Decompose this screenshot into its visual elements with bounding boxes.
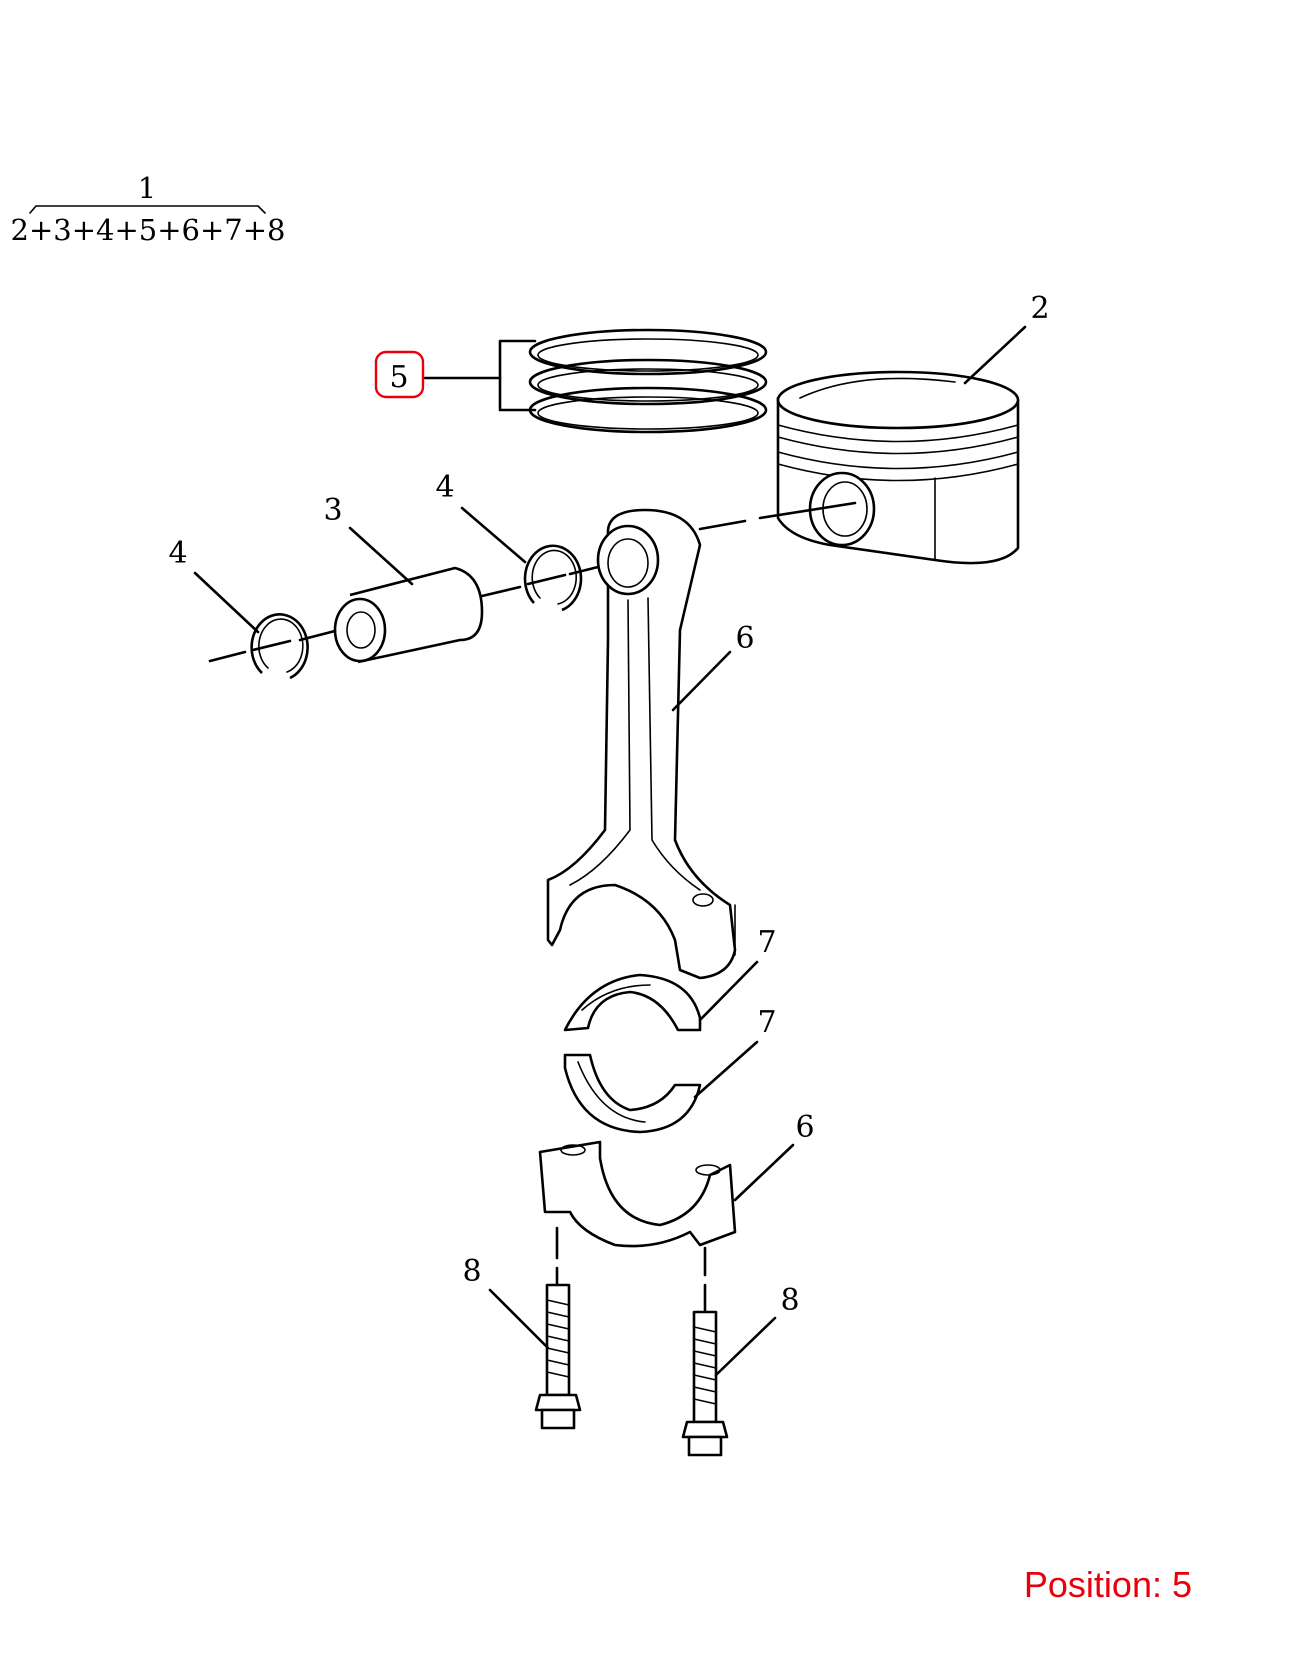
callout-highlight-frame — [374, 350, 425, 399]
circlip-right[interactable] — [523, 544, 612, 612]
callout-2: 2 — [963, 291, 1050, 385]
piston-pin[interactable] — [298, 566, 522, 664]
rod-cap[interactable] — [538, 1140, 737, 1277]
bearing-shell-upper[interactable] — [563, 973, 702, 1032]
callout-label-8-left: 8 — [462, 1254, 481, 1289]
callout-4-left: 4 — [168, 536, 260, 634]
callout-5[interactable]: 5 — [374, 350, 425, 399]
assembly-components: 2+3+4+5+6+7+8 — [11, 213, 286, 247]
callout-label-8-right: 8 — [780, 1283, 799, 1318]
piston-rings[interactable] — [423, 328, 768, 434]
bolt-left[interactable] — [534, 1266, 582, 1430]
callout-label-6-cap: 6 — [795, 1110, 814, 1145]
callout-label-7-upper: 7 — [757, 925, 776, 960]
callout-label-6-rod: 6 — [735, 621, 754, 656]
callout-4-right: 4 — [435, 470, 527, 564]
callout-3: 3 — [323, 493, 414, 586]
callout-label-2: 2 — [1030, 291, 1049, 326]
bearing-shell-lower[interactable] — [563, 1053, 702, 1134]
position-indicator: Position: 5 — [1023, 1564, 1192, 1605]
callout-6-cap: 6 — [733, 1110, 815, 1202]
assembly-parent-number: 1 — [138, 171, 156, 205]
callout-7-lower: 7 — [693, 1005, 777, 1099]
callout-6-rod: 6 — [671, 621, 755, 712]
circlip-left[interactable] — [208, 613, 309, 680]
callout-label-5: 5 — [389, 360, 408, 395]
callout-label-4-right: 4 — [435, 470, 454, 505]
callout-8-left: 8 — [462, 1254, 550, 1350]
callout-label-3: 3 — [323, 493, 342, 528]
bolt-right[interactable] — [681, 1283, 729, 1457]
connecting-rod[interactable] — [546, 508, 737, 980]
callout-label-4-left: 4 — [168, 536, 187, 571]
callout-label-7-lower: 7 — [757, 1005, 776, 1040]
callout-8-right: 8 — [714, 1283, 800, 1377]
assembly-brace — [29, 205, 266, 214]
assembly-formula: 1 2+3+4+5+6+7+8 — [11, 171, 286, 247]
piston[interactable] — [698, 370, 1020, 565]
callout-7-upper: 7 — [698, 925, 777, 1022]
